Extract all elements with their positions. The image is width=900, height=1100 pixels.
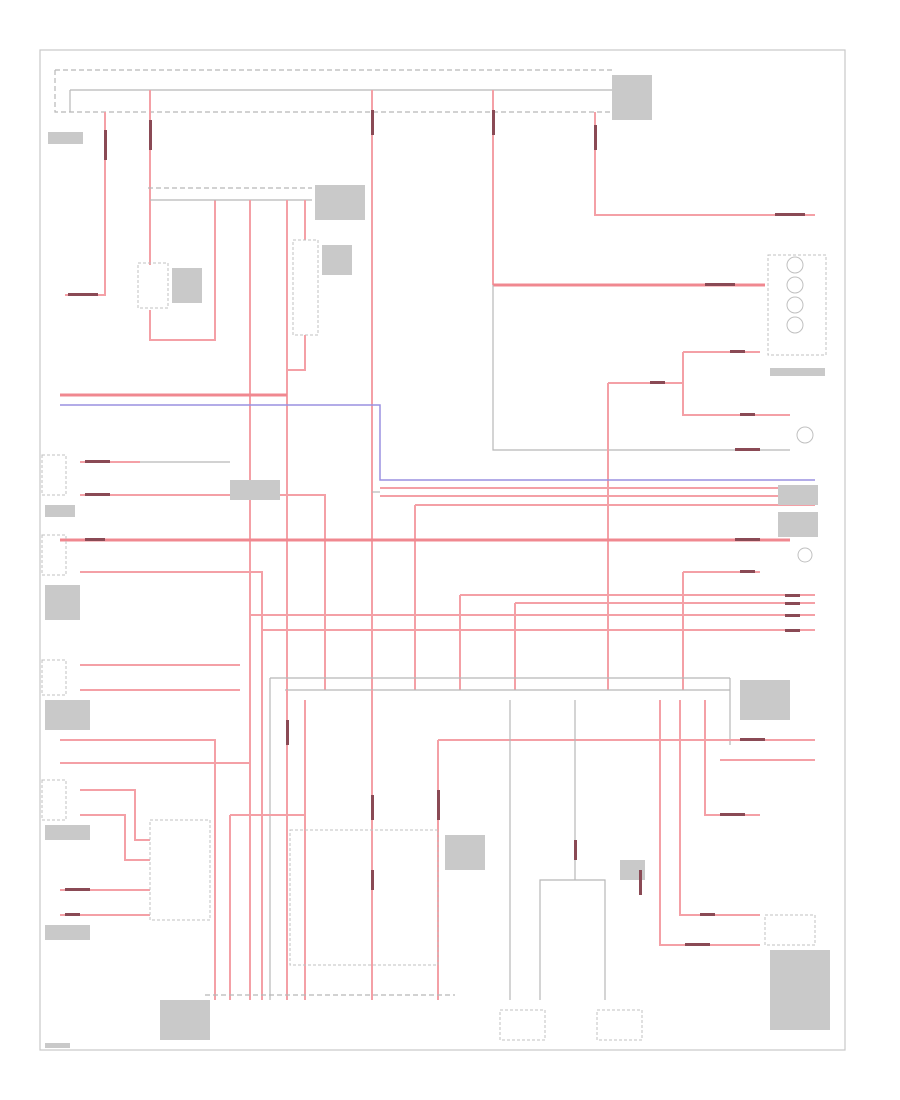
top-bus <box>48 69 652 144</box>
right-module <box>767 254 827 376</box>
mid-wires <box>41 393 818 690</box>
power-wires <box>65 90 815 1000</box>
diagram-border <box>39 49 846 1051</box>
left-connector <box>137 185 365 1000</box>
page-code <box>45 1043 70 1048</box>
lower-left <box>41 630 455 1040</box>
wire-tags <box>65 110 805 946</box>
main-connector <box>269 677 830 1041</box>
